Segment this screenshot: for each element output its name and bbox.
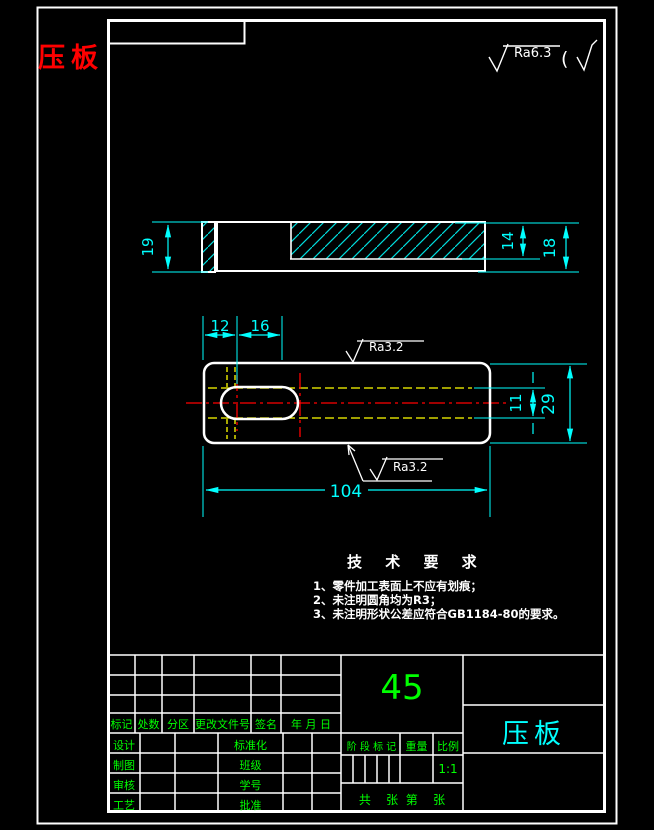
tech-req-item-3: 3、未注明形状公差应符合GB1184-80的要求。 [313,607,565,621]
surface-note-ra: Ra6.3 [514,46,551,61]
tb-label-weight: 重量 [405,740,428,753]
dim-14: 14 [499,231,517,250]
plan-slot [219,385,300,421]
plan-view: 12 16 11 29 104 Ra3.2 Ra3.2 [186,316,587,517]
ra-bottom-symbol [347,444,443,482]
tb-header-count: 处数 [137,718,160,731]
tb-label-student-no: 学号 [239,779,262,792]
tech-req-item-2: 2、未注明圆角均为R3； [313,593,442,607]
sheet-borders [36,6,618,825]
centerlines [186,373,506,437]
corner-part-label: 压板 [38,43,104,73]
tb-header-signature: 签名 [255,718,277,731]
dim-19: 19 [139,237,157,256]
tb-material: 45 [380,668,424,708]
tb-header-zone: 分区 [167,718,189,731]
tb-header-doc-no: 更改文件号 [195,718,250,731]
dim-104-mask [325,482,368,501]
roughness-small-check-icon [576,39,598,72]
ra-top-check-icon [345,338,364,364]
plan-extension-lines [202,316,587,517]
tb-header-mark: 标记 [110,718,133,731]
surface-note-symbol [488,39,598,73]
frame-tab-box [107,19,246,45]
tb-label-stage-mark: 阶 段 标 记 [346,742,397,753]
plan-outline [202,361,492,445]
tb-header-date: 年 月 日 [291,718,331,731]
ra-top-symbol [345,338,424,364]
dim-16: 16 [250,317,269,335]
tech-req-item-1: 1、零件加工表面上不应有划痕； [313,579,482,593]
tb-label-class: 班级 [239,759,262,772]
tb-label-design: 设计 [113,739,135,752]
tb-label-standardize: 标准化 [234,739,267,752]
dim-12: 12 [210,317,229,335]
tb-sheets: 共 张 第 张 [358,793,446,807]
title-block-grid [108,654,605,812]
surface-note-paren: ( [561,48,568,70]
section-extension-lines [152,221,579,273]
ra-bottom-check-icon [369,456,388,482]
ra-bottom-leader [347,444,364,482]
section-dimension-lines [164,224,570,270]
tb-label-process: 工艺 [113,799,135,812]
tb-part-name: 压板 [502,719,566,750]
tb-label-scale: 比例 [437,740,459,753]
tb-scale-value: 1:1 [438,762,458,776]
roughness-check-icon [488,43,509,73]
dim-29: 29 [539,393,559,415]
section-hatch-area [291,223,484,259]
dim-104: 104 [330,482,362,502]
section-view: 19 14 18 [139,221,579,273]
dim-18: 18 [540,238,559,258]
section-left-strip [201,221,216,273]
ra-bottom-label: Ra3.2 [393,460,428,474]
dim-11: 11 [507,393,525,412]
ra-top-label: Ra3.2 [369,340,404,354]
tb-label-check: 审核 [113,779,135,792]
inner-frame [107,19,606,813]
outer-border [36,6,618,825]
tb-label-draft: 制图 [113,759,135,772]
tb-label-approve: 批准 [239,799,262,812]
section-outline [216,221,486,272]
tech-req-title: 技 术 要 求 [347,553,486,571]
ra-bottom-arrow-icon [347,444,356,456]
